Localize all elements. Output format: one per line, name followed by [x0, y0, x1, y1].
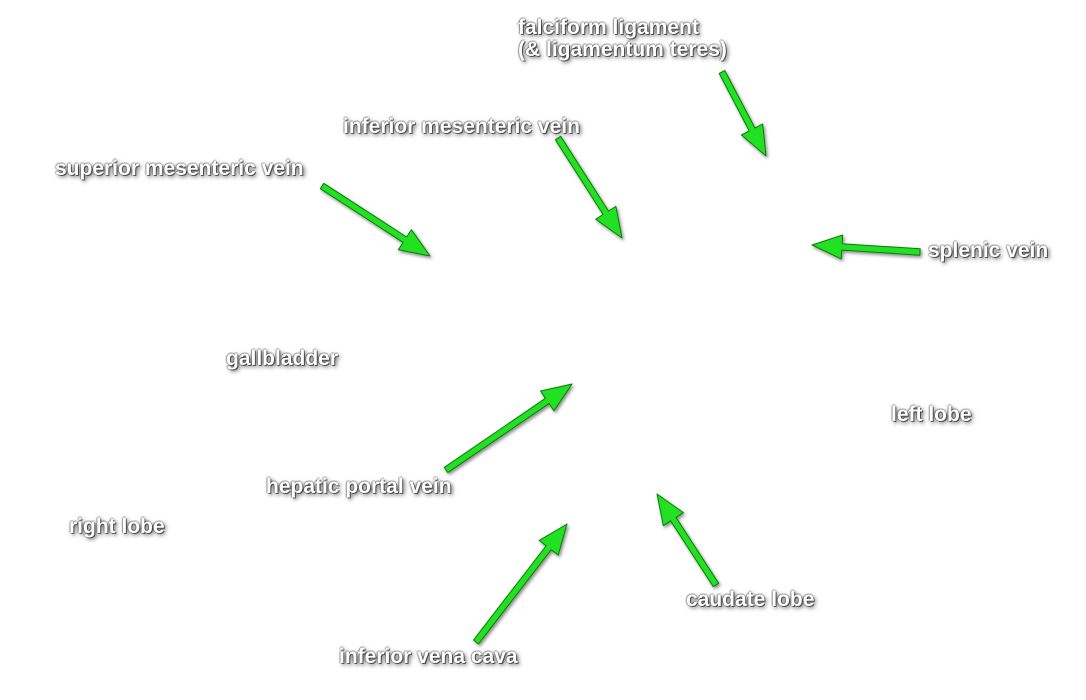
arrow-inferior-vena-cava: [473, 523, 568, 645]
arrow-inferior-mesenteric-vein: [554, 135, 623, 239]
label-splenic-vein: splenic vein: [928, 239, 1049, 262]
arrow-hepatic-portal-vein: [443, 383, 573, 474]
label-inferior-vena-cava: inferior vena cava: [339, 645, 518, 668]
label-falciform-ligament: falciform ligament (& ligamentum teres): [518, 17, 727, 61]
arrow-splenic-vein: [811, 234, 921, 260]
arrow-superior-mesenteric-vein: [319, 182, 431, 257]
arrow-falciform-ligament: [718, 70, 767, 157]
arrow-caudate-lobe: [656, 493, 720, 588]
label-caudate-lobe: caudate lobe: [686, 588, 815, 611]
label-inferior-mesenteric-vein: inferior mesenteric vein: [343, 115, 580, 138]
label-superior-mesenteric-vein: superior mesenteric vein: [55, 157, 304, 180]
label-falciform-line2: (& ligamentum teres): [518, 38, 727, 61]
label-falciform-line1: falciform ligament: [518, 16, 699, 39]
label-hepatic-portal-vein: hepatic portal vein: [266, 475, 452, 498]
label-right-lobe: right lobe: [69, 515, 165, 538]
label-gallbladder: gallbladder: [226, 347, 339, 370]
label-left-lobe: left lobe: [891, 403, 972, 426]
